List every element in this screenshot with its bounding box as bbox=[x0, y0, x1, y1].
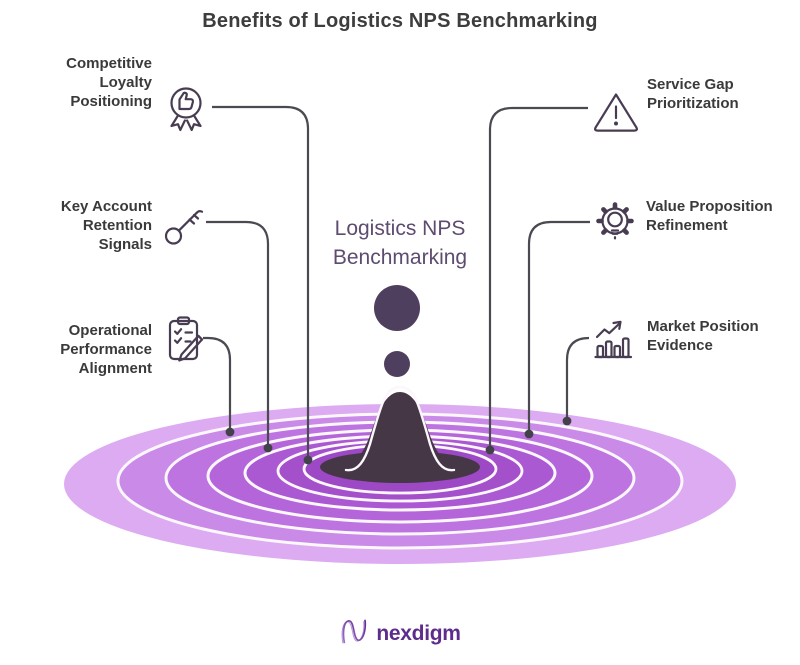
droplet-large bbox=[374, 285, 420, 331]
splash-column bbox=[340, 392, 460, 473]
checklist-pencil-icon bbox=[161, 314, 209, 366]
connector-lines bbox=[203, 105, 590, 465]
connector-market-pos bbox=[565, 336, 590, 418]
award-thumbs-up-icon bbox=[162, 84, 210, 142]
nexdigm-logo-icon bbox=[339, 614, 369, 653]
benefit-market-position-evidence: Market Position Evidence bbox=[647, 318, 759, 354]
connector-competitive bbox=[212, 105, 310, 457]
page-title: Benefits of Logistics NPS Benchmarking bbox=[202, 10, 598, 32]
trend-bar-chart-icon bbox=[589, 315, 639, 361]
connector-service-gap bbox=[488, 106, 588, 447]
droplet-small bbox=[384, 351, 410, 377]
nexdigm-wordmark: nexdigm bbox=[376, 621, 461, 645]
nexdigm-logo: nexdigm bbox=[0, 614, 800, 653]
connector-operational bbox=[203, 336, 232, 428]
center-topic-label: Logistics NPS Benchmarking bbox=[332, 217, 468, 269]
connector-value-prop bbox=[527, 220, 590, 431]
benefit-key-account-retention-signals: Key Account Retention Signals bbox=[60, 198, 152, 253]
benefit-operational-performance-alignment: Operational Performance Alignment bbox=[60, 322, 152, 377]
gear-lightbulb-icon bbox=[590, 197, 640, 253]
connector-endpoints bbox=[225, 416, 572, 465]
splash-highlight bbox=[344, 385, 456, 472]
connector-key-account bbox=[206, 220, 270, 445]
warning-triangle-icon bbox=[591, 89, 641, 135]
benefit-value-proposition-refinement: Value Proposition Refinement bbox=[646, 198, 773, 234]
benefit-service-gap-prioritization: Service Gap Prioritization bbox=[647, 76, 739, 112]
benefit-competitive-loyalty-positioning: Competitive Loyalty Positioning bbox=[66, 55, 152, 110]
water-splash bbox=[320, 285, 480, 483]
key-icon bbox=[160, 199, 206, 251]
